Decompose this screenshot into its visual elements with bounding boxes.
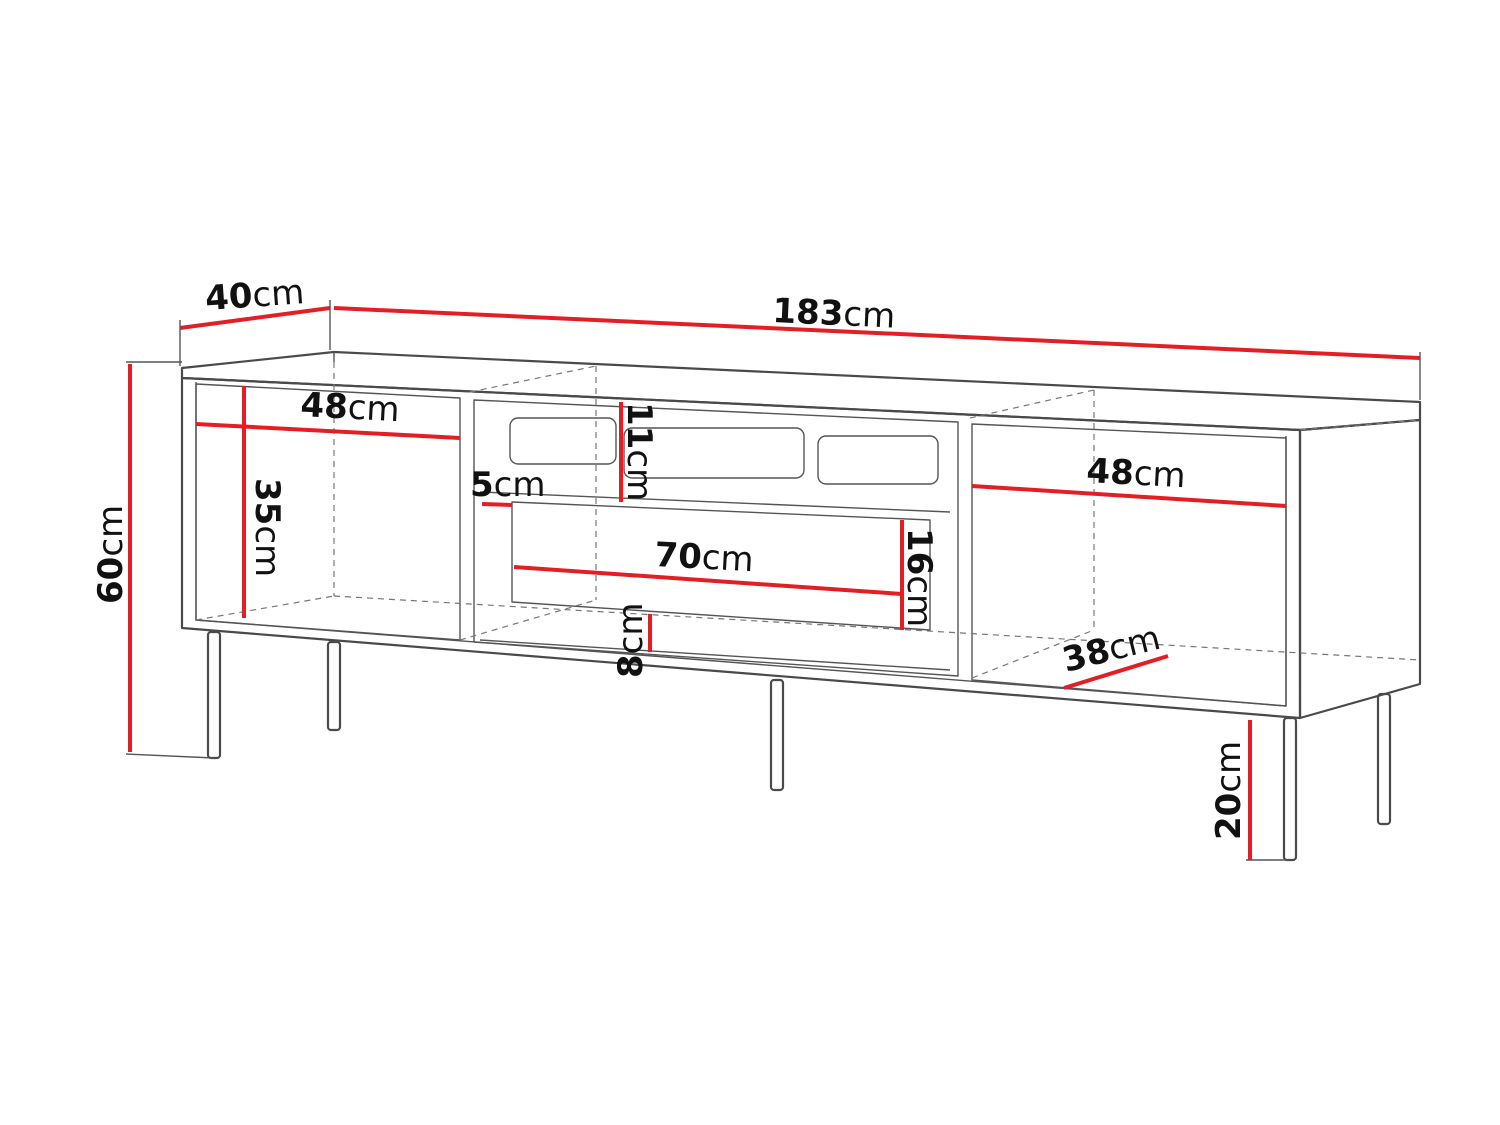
label-bottom-gap: 8cm	[611, 603, 651, 679]
leg-middle	[769, 678, 785, 792]
label-top-slot: 11cm	[619, 402, 659, 501]
label-leg-height: 20cm	[1209, 741, 1249, 840]
dimension-labels: 183cm 40cm 60cm 48cm 35cm 11cm 5cm 70cm	[91, 272, 1249, 840]
dim-line-total-width	[333, 306, 1421, 360]
label-depth: 40cm	[204, 272, 306, 319]
slot-center	[623, 427, 805, 479]
label-right-width: 48cm	[1086, 451, 1187, 496]
label-drawer-offset: 5cm	[470, 465, 546, 505]
dim-line-depth	[179, 306, 331, 330]
leg-back-left	[326, 640, 342, 732]
dim-line-right-depth	[1063, 654, 1169, 690]
leg-front-left	[206, 630, 222, 760]
middle-compartment	[473, 399, 959, 677]
cabinet-body	[180, 350, 1422, 720]
dim-line-drawer-offset	[481, 502, 513, 507]
dim-line-left-width	[195, 422, 461, 440]
leg-front-right	[1282, 716, 1298, 862]
slot-right	[817, 435, 939, 485]
label-left-width: 48cm	[300, 385, 401, 430]
right-compartment	[971, 423, 1287, 707]
label-drawer-width: 70cm	[654, 535, 755, 580]
cabinet-side	[1298, 418, 1422, 720]
label-total-width: 183cm	[772, 291, 897, 337]
dim-line-drawer-width	[513, 565, 903, 596]
label-drawer-height: 16cm	[899, 528, 939, 627]
label-left-height: 35cm	[247, 478, 287, 577]
dimension-lines	[125, 300, 1421, 861]
leg-back-right	[1376, 692, 1392, 826]
label-total-height: 60cm	[91, 505, 131, 604]
dim-line-right-width	[971, 484, 1287, 508]
drawer	[511, 501, 931, 631]
slot-left	[509, 417, 617, 465]
